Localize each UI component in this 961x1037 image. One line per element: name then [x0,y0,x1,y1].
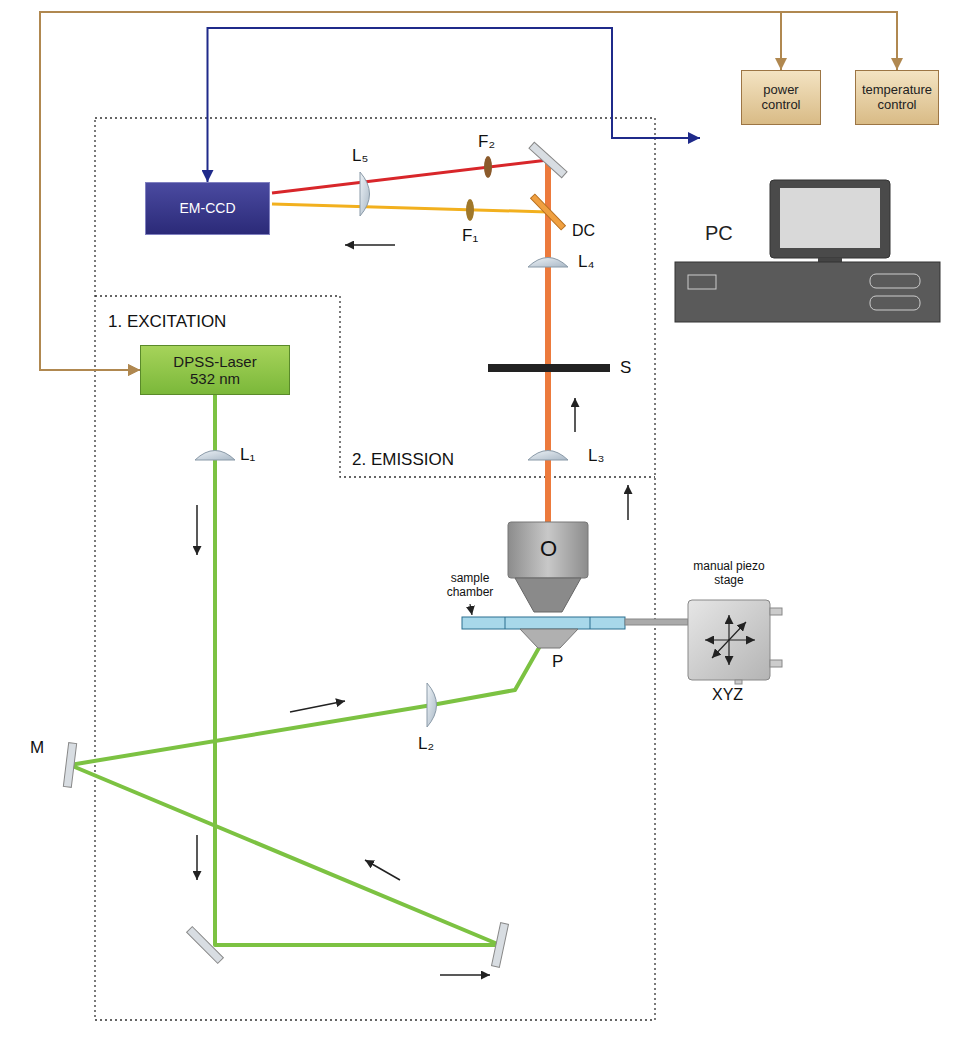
part-label: F₂ [478,132,495,152]
node-text: power control [746,83,816,113]
prism [520,629,578,648]
lens [195,451,235,461]
part-label: L₃ [588,446,604,466]
laser-box: DPSS-Laser 532 nm [140,345,290,395]
node-text: PC [705,222,733,245]
node-text: temperature control [860,83,934,113]
stage-knob [770,660,782,667]
control-box: power control [741,70,821,125]
part-label: L₂ [418,734,434,754]
stage-knob [770,608,782,615]
axis-label: XYZ [712,686,743,704]
yellow-beam [272,204,548,212]
sample-chamber [462,617,625,629]
mirror [529,142,567,177]
dichroic-mirror [531,194,566,230]
drive-slot [688,275,716,289]
region-divider [95,296,655,477]
part-label: M [30,738,44,758]
slit [488,364,610,372]
direction-arrow [627,485,629,520]
node-text: DPSS-Laser 532 nm [169,353,261,388]
part-label: L₁ [240,445,255,465]
drive-slot [870,296,920,310]
cable-connector [40,12,781,370]
leader-line [470,604,472,615]
part-label: L₅ [352,146,368,166]
red-beam [272,160,548,193]
drive-slot [870,274,920,288]
lens [528,258,568,268]
direction-arrow [365,860,400,880]
chamber-divider [505,617,506,629]
mirror [187,927,224,964]
computer-case [675,262,940,322]
part-label: F₁ [462,226,478,246]
region-label: 2. EMISSION [352,450,454,470]
filter [484,156,492,178]
filter [466,199,474,221]
cable-connector [208,28,701,182]
stage-rod [625,619,688,625]
monitor-screen [780,188,880,248]
direction-arrow [196,505,198,555]
axis-arrow [712,622,746,658]
part-label: manual piezo stage [684,560,774,588]
region-outline [95,118,655,1020]
objective-tip [515,578,581,612]
part-label: S [620,358,631,378]
node-text: EM-CCD [180,200,236,216]
objective-body [508,522,588,578]
part-label: L₄ [578,252,594,272]
region-label: 1. EXCITATION [108,312,226,332]
lens [528,451,568,461]
direction-arrow [196,835,198,880]
direction-arrow [345,244,395,246]
mirror [492,923,509,968]
direction-arrow [574,398,576,432]
computer: PC [700,130,940,325]
excitation-beam [70,395,540,945]
piezo-stage [688,600,770,680]
direction-arrow [440,974,490,976]
part-label: DC [572,222,595,240]
lens [427,683,437,727]
part-label: sample chamber [430,572,510,600]
part-label: O [540,536,557,561]
camera-box: EM-CCD [145,182,270,235]
monitor [770,180,890,258]
mirror [63,743,76,788]
direction-arrow [290,701,345,712]
chamber-divider [590,617,591,629]
lens [360,172,370,216]
part-label: P [552,652,563,672]
control-box: temperature control [855,70,939,125]
cable-connector [40,12,897,370]
stage-knob [735,680,742,684]
